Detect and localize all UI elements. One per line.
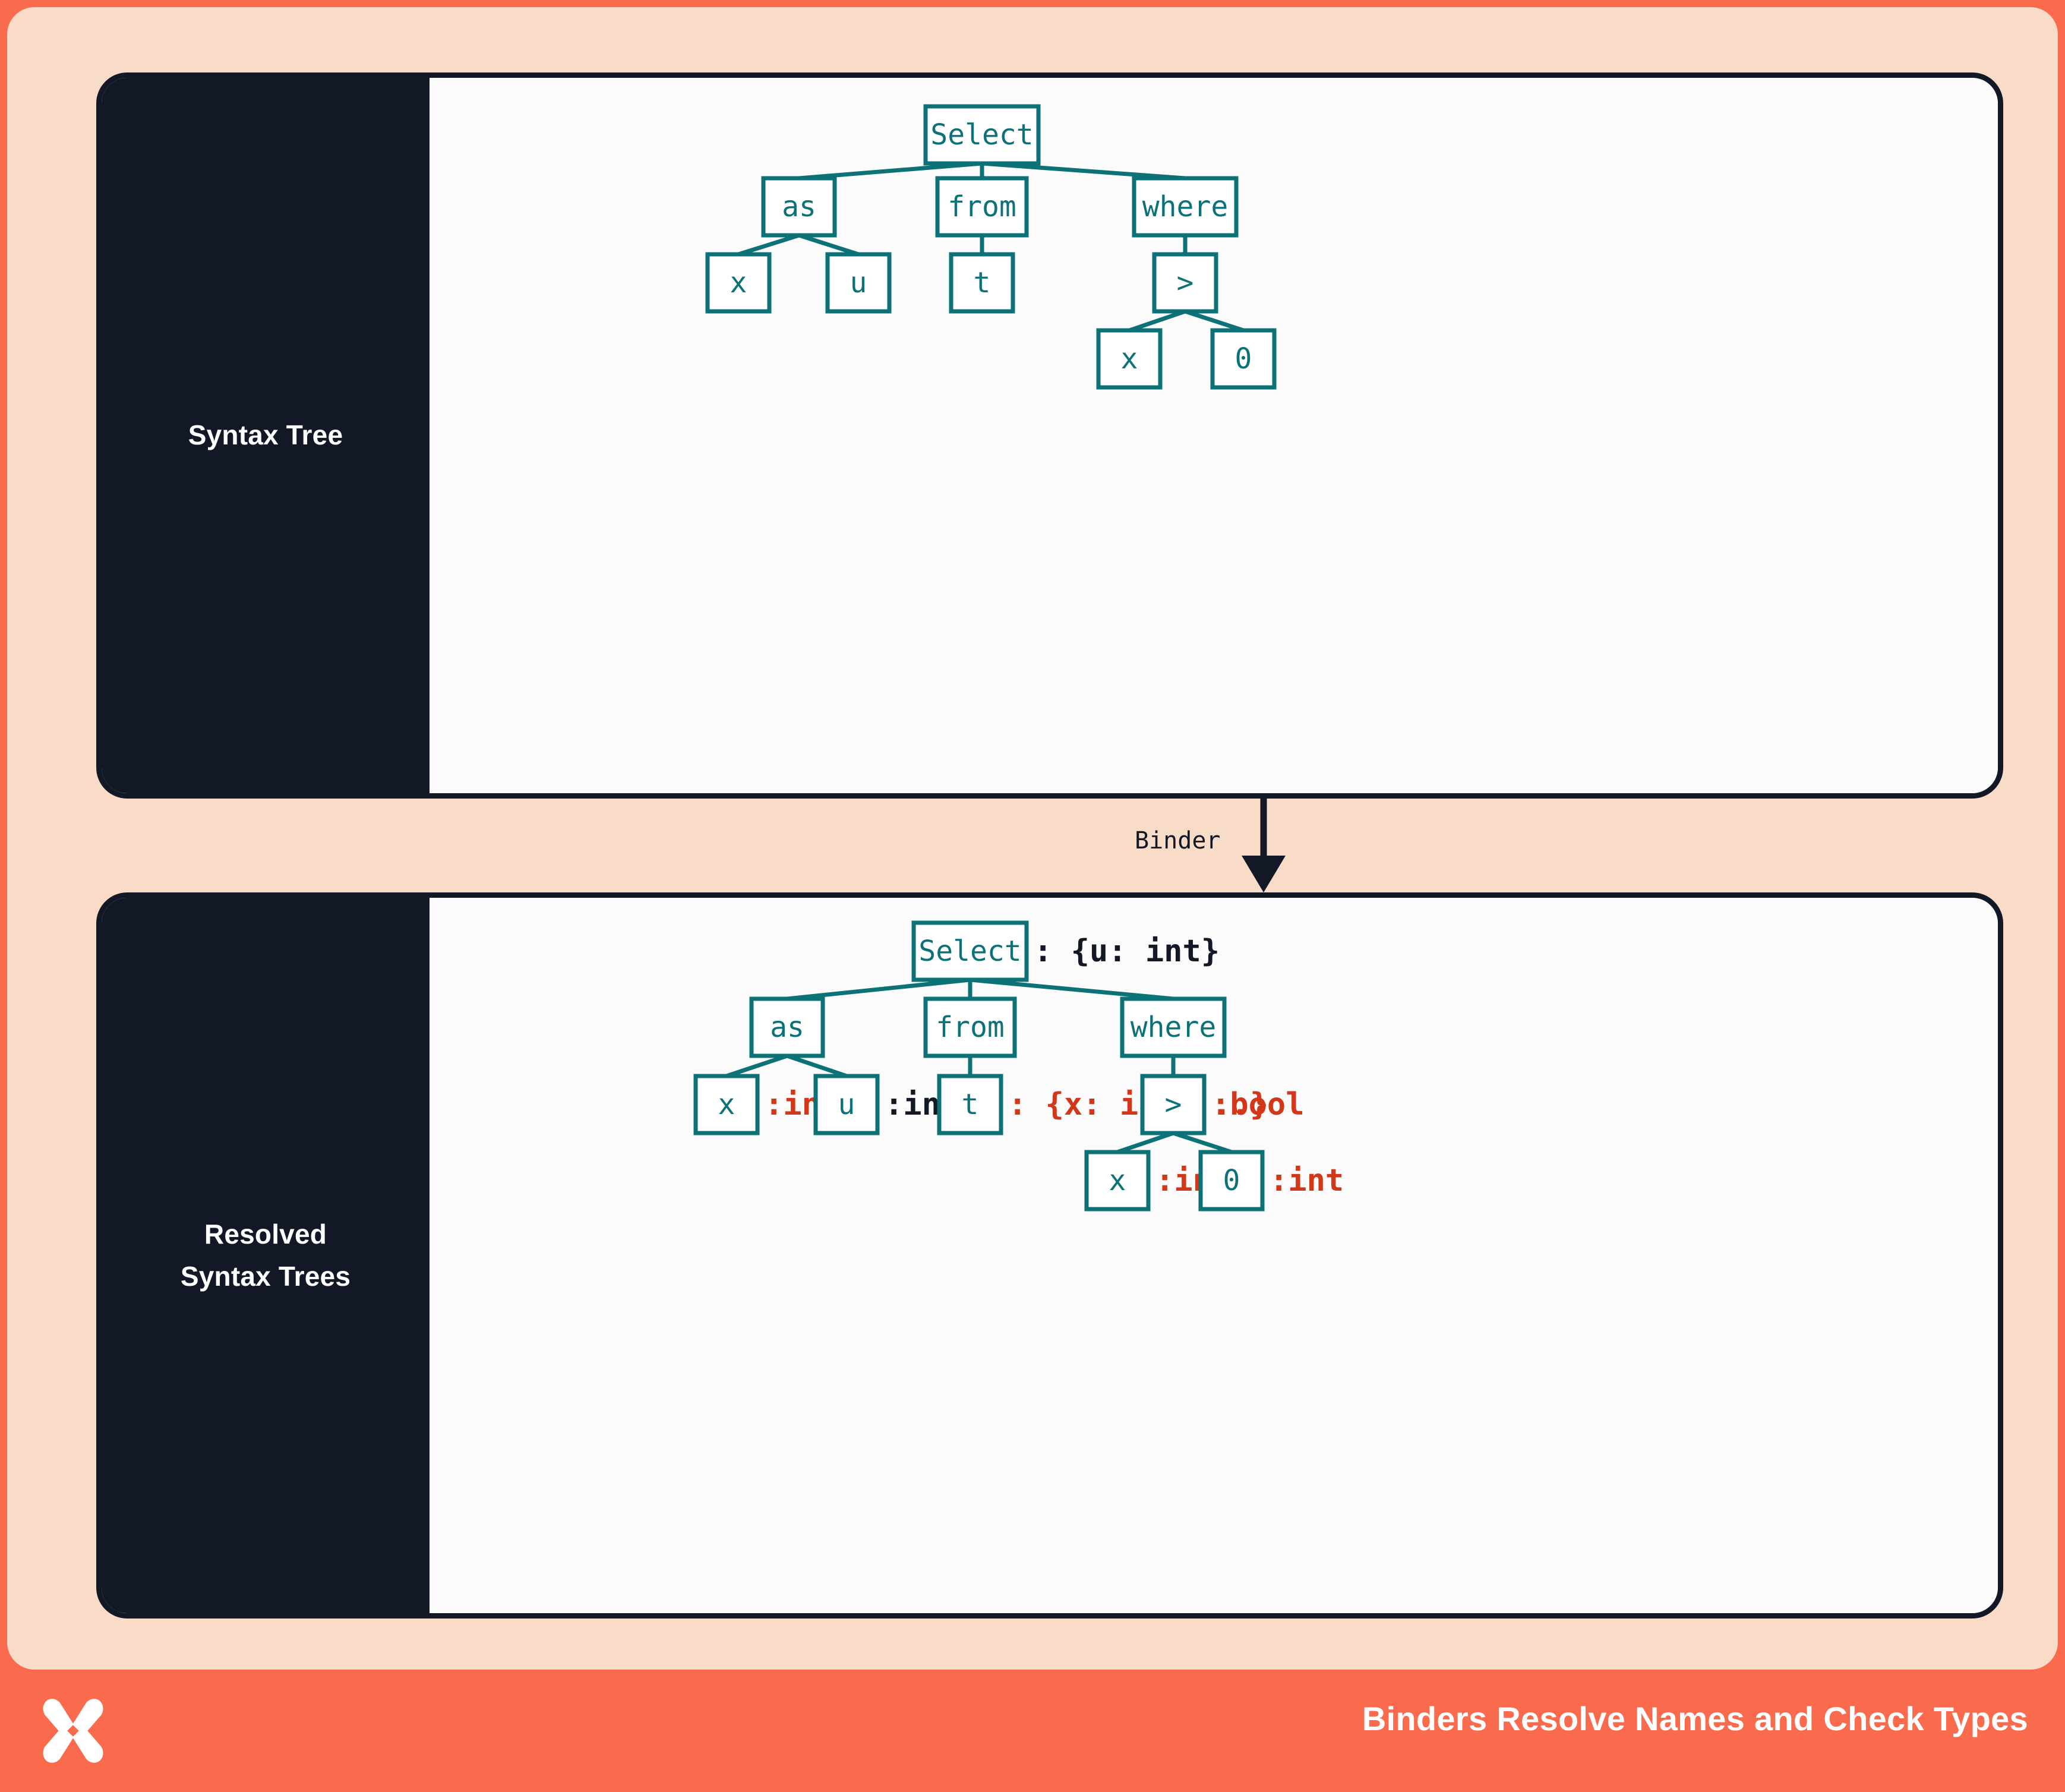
tree-node-label: u: [850, 266, 867, 299]
binder-transition: Binder: [96, 799, 2003, 892]
tree-node[interactable]: t : {x: int,...}: [937, 1074, 1268, 1135]
tree-node-label: x: [730, 266, 747, 299]
tree-node-label: from: [936, 1011, 1005, 1044]
diagram-canvas: Syntax Tree Select as from where x u t > x 0 Bind…: [7, 7, 2058, 1670]
binder-arrow-icon: [1242, 799, 1286, 892]
tree-node[interactable]: as: [749, 996, 825, 1058]
tree-node-box: [937, 1074, 1003, 1135]
tree-node-type-annotation: :bool: [1211, 1087, 1305, 1122]
tree-edge: [737, 233, 800, 257]
tree-node-label: Select: [930, 118, 1033, 152]
tree-edge: [981, 161, 1186, 181]
tree-node-label: Select: [918, 935, 1021, 968]
tree-node-label: u: [838, 1088, 855, 1121]
tree-edge: [798, 233, 860, 257]
tree-node-label: from: [948, 190, 1016, 223]
panel-syntax-tree: Syntax Tree Select as from where x u t > x 0: [96, 72, 2003, 799]
panel-syntax-tree-body: Select as from where x u t > x 0: [430, 78, 1998, 793]
tree-node[interactable]: as: [761, 176, 837, 238]
tree-node-box: [1152, 252, 1218, 314]
tree-node-box: [761, 176, 837, 238]
syntax-tree-graphic: Select as from where x u t > x 0: [705, 104, 1277, 390]
panel-resolved-syntax-trees-label: Resolved Syntax Trees: [180, 1218, 351, 1292]
tree-node-box: [813, 1074, 880, 1135]
tree-edges: [737, 161, 1245, 333]
tree-node-box: [1140, 1074, 1207, 1135]
tree-edge: [787, 977, 971, 1001]
binder-label: Binder: [1135, 827, 1221, 854]
tree-edge: [725, 1053, 788, 1078]
tree-node-label: x: [1109, 1164, 1126, 1197]
panel-resolved-syntax-trees-sidebar: Resolved Syntax Trees: [102, 898, 430, 1613]
tree-node-box: [825, 252, 892, 314]
x-logo-icon: [43, 1699, 103, 1763]
tree-node[interactable]: from: [935, 176, 1029, 238]
tree-node[interactable]: from: [923, 996, 1017, 1058]
tree-edge: [1172, 1131, 1233, 1154]
tree-node[interactable]: x: [1096, 328, 1163, 390]
tree-node-box: [1210, 328, 1277, 390]
tree-node-label: 0: [1223, 1164, 1240, 1197]
tree-node-label: where: [1131, 1011, 1217, 1044]
tree-node-label: t: [962, 1088, 979, 1121]
tree-node-box: [1120, 996, 1227, 1058]
tree-node-label: >: [1177, 266, 1194, 299]
tree-node-label: where: [1142, 190, 1229, 223]
tree-edge: [1128, 309, 1186, 333]
tree-node[interactable]: Select : {u: int}: [911, 920, 1220, 982]
tree-node-box: [923, 996, 1017, 1058]
tree-node[interactable]: where: [1132, 176, 1239, 238]
tree-node-type-annotation: :int: [1270, 1163, 1344, 1198]
tree-node-box: [1096, 328, 1163, 390]
tree-node-box: [1198, 1150, 1265, 1212]
tree-node-box: [705, 252, 772, 314]
tree-node[interactable]: Select: [923, 104, 1041, 166]
tree-node[interactable]: > :bool: [1140, 1074, 1305, 1135]
tree-node-type-annotation: : {u: int}: [1034, 933, 1220, 969]
tree-edge: [798, 161, 983, 181]
tree-node-label: t: [974, 266, 991, 299]
tree-node-label: x: [718, 1088, 735, 1121]
tree-node[interactable]: u:int: [813, 1074, 959, 1135]
tree-node[interactable]: t: [949, 252, 1015, 314]
tree-node-label: as: [770, 1011, 804, 1044]
tree-node-box: [935, 176, 1029, 238]
tree-node-label: x: [1121, 342, 1138, 376]
tree-node-label: as: [782, 190, 816, 223]
tree-node-box: [923, 104, 1041, 166]
tree-node[interactable]: 0 :int: [1198, 1150, 1344, 1212]
footer-bar: Binders Resolve Names and Check Types: [0, 1670, 2065, 1792]
tree-node-label: 0: [1235, 342, 1252, 376]
tree-node-box: [749, 996, 825, 1058]
tree-node-box: [1084, 1150, 1151, 1212]
tree-node[interactable]: u: [825, 252, 892, 314]
tree-node-type-annotation: : {x: int,...}: [1008, 1087, 1268, 1122]
tree-node-box: [911, 920, 1029, 982]
tree-node[interactable]: x: [705, 252, 772, 314]
tree-edges: [725, 977, 1233, 1154]
panel-syntax-tree-label: Syntax Tree: [188, 419, 343, 451]
tree-node[interactable]: >: [1152, 252, 1218, 314]
footer-title: Binders Resolve Names and Check Types: [1362, 1700, 2028, 1737]
panel-resolved-syntax-trees: Resolved Syntax Trees Select : {u: int} as…: [96, 892, 2003, 1619]
tree-node-label: >: [1165, 1088, 1182, 1121]
tree-node[interactable]: 0: [1210, 328, 1277, 390]
panel-syntax-tree-sidebar: Syntax Tree: [102, 78, 430, 793]
tree-node-box: [949, 252, 1015, 314]
tree-node-box: [693, 1074, 760, 1135]
tree-edge: [1184, 309, 1245, 333]
tree-edge: [786, 1053, 848, 1078]
tree-edge: [1116, 1131, 1174, 1154]
tree-node[interactable]: where: [1120, 996, 1227, 1058]
tree-node[interactable]: x:int: [1084, 1150, 1230, 1212]
tree-node-box: [1132, 176, 1239, 238]
tree-edge: [970, 977, 1174, 1001]
